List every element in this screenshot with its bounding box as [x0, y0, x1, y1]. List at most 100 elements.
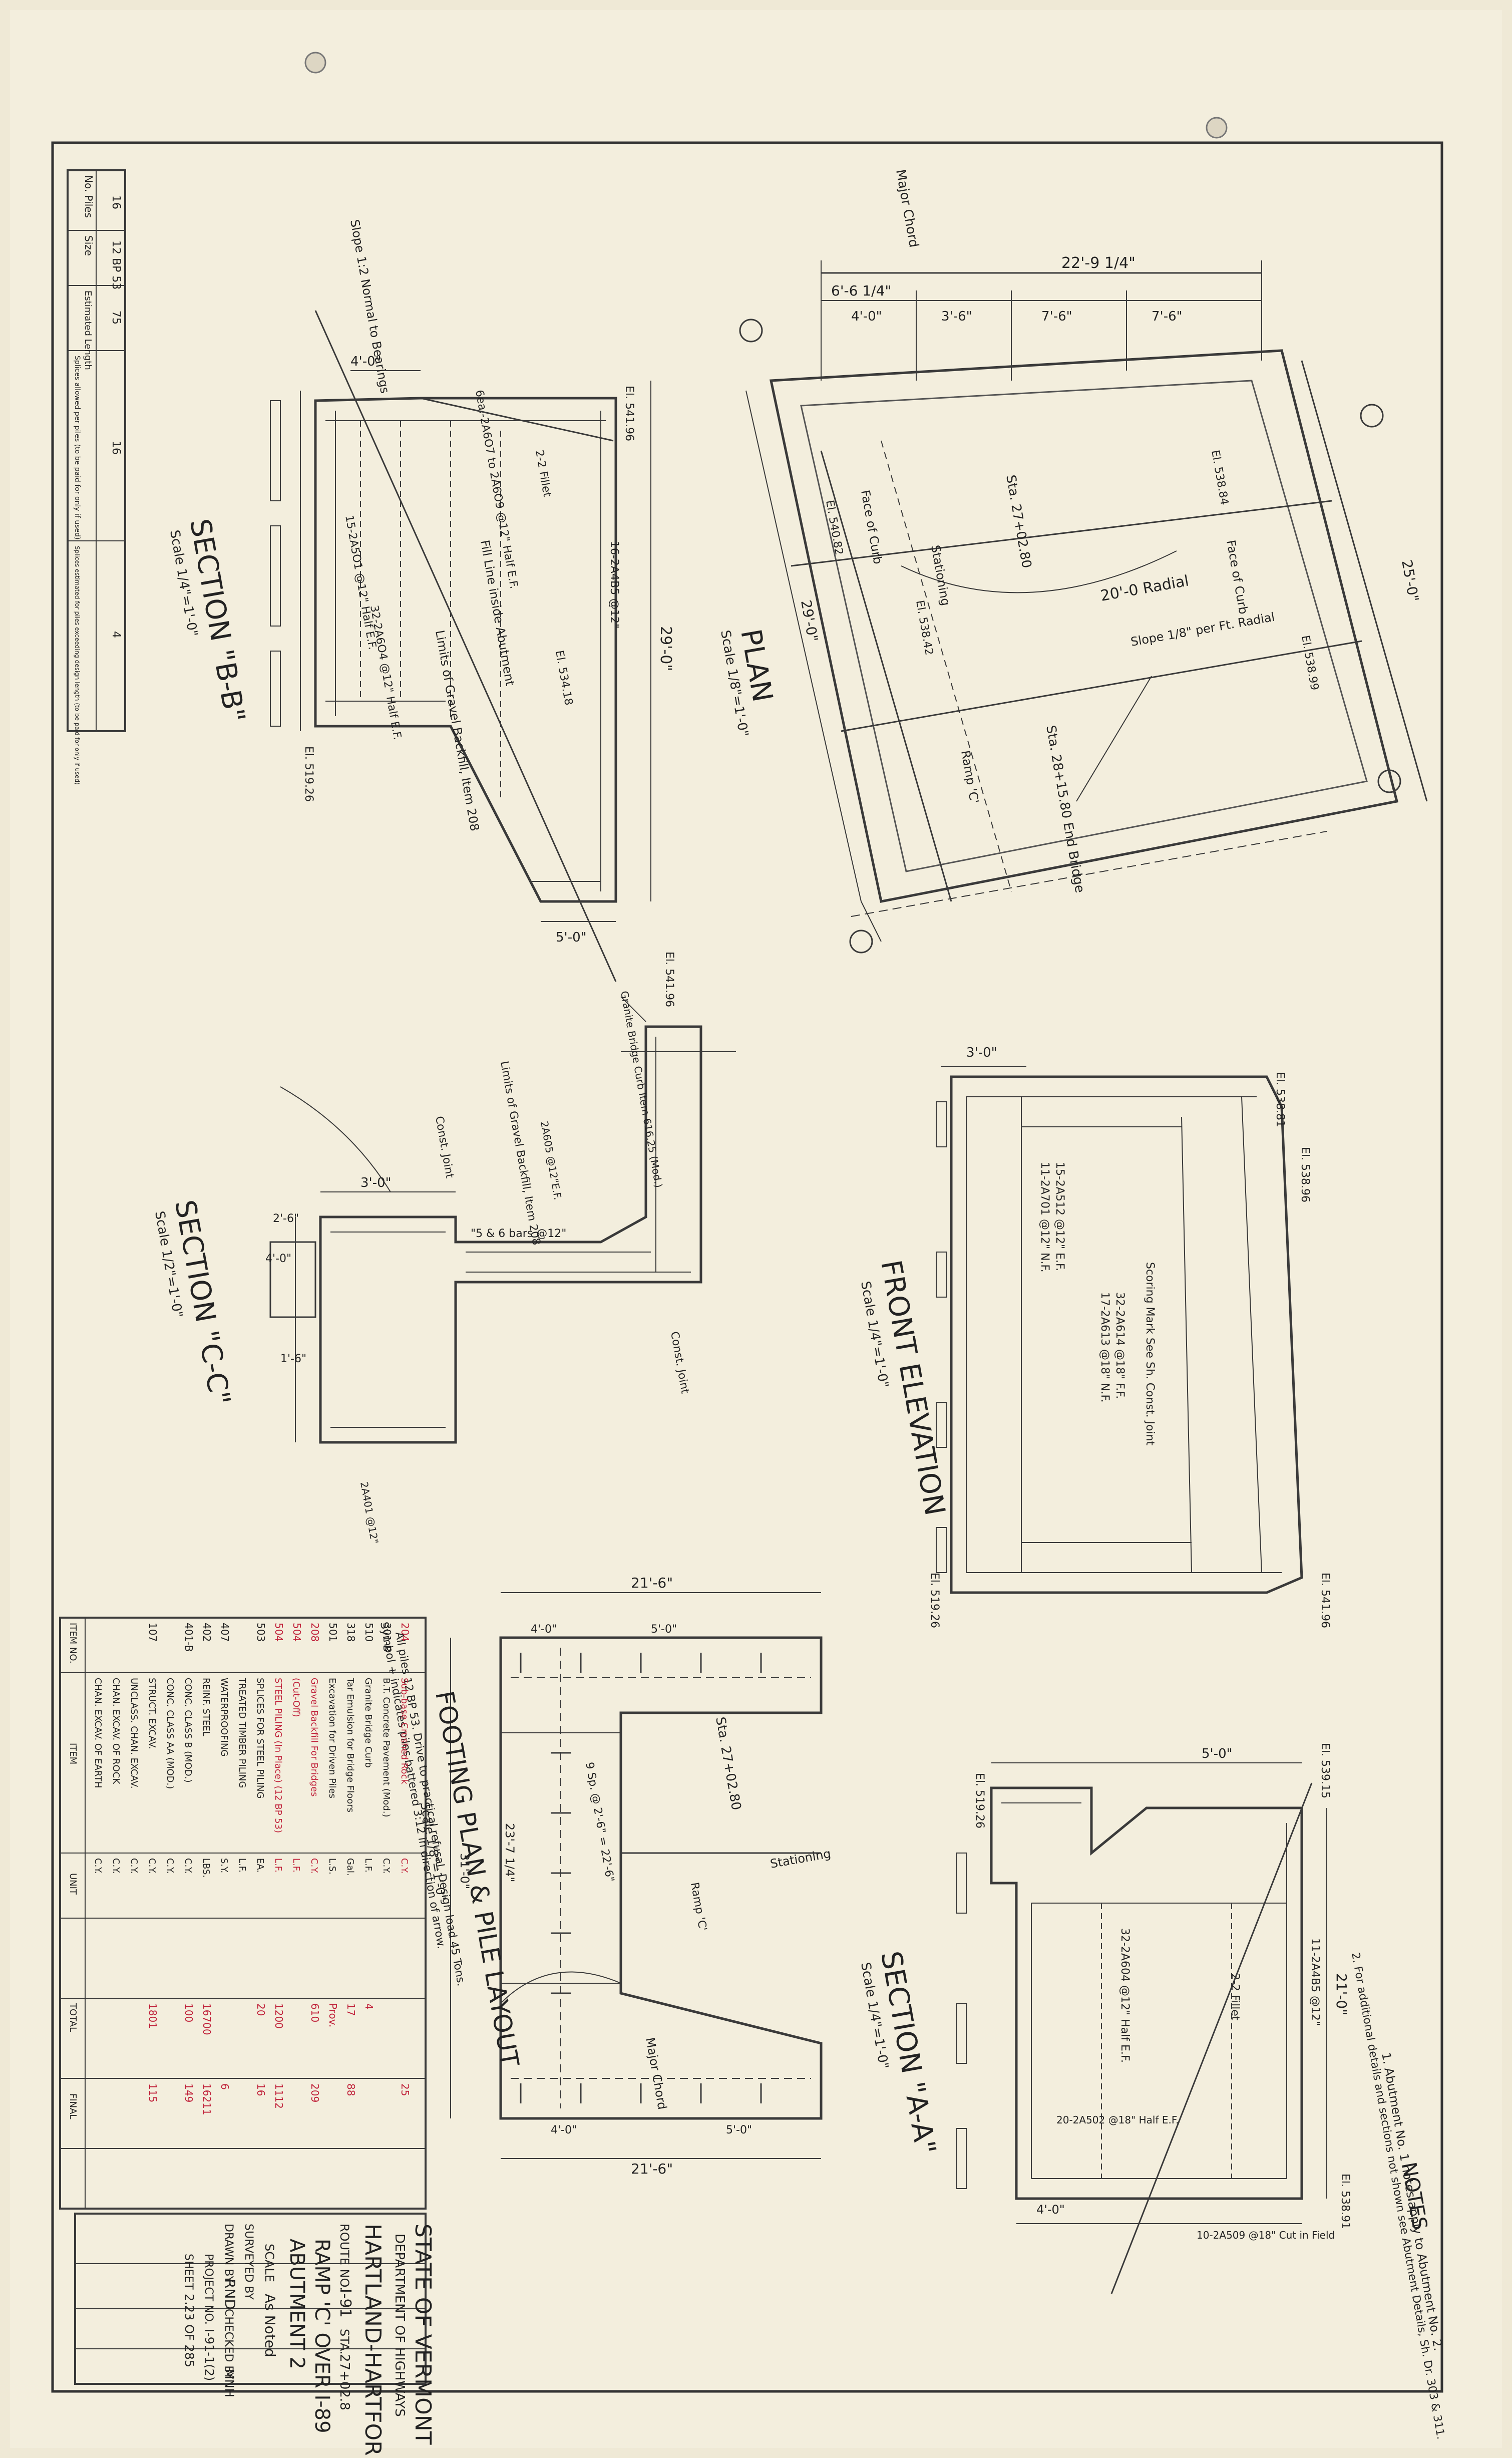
- plan-dim-left: 6'-6 1/4": [831, 282, 891, 299]
- section-bb-el-top: El. 541.96: [623, 386, 635, 441]
- qty-cell-item: 503: [255, 1623, 267, 1642]
- qty-cell-final: 1112: [273, 2083, 285, 2109]
- title-block-frame: [74, 2213, 427, 2385]
- section-cc-view: [269, 996, 736, 1444]
- qty-header-unit: UNIT: [68, 1873, 78, 1895]
- qty-cell-name: CONC. CLASS B (MOD.): [183, 1678, 193, 1783]
- section-marker: [1377, 769, 1401, 793]
- pile-table-cell-3: 75: [110, 311, 122, 325]
- section-aa-view: [956, 1762, 1327, 2294]
- qty-cell-unit: L.F.: [273, 1858, 283, 1873]
- punch-hole: [304, 52, 326, 74]
- qty-cell-unit: C.Y.: [111, 1858, 121, 1874]
- section-aa-fillet: 2-2 Fillet: [1229, 1973, 1241, 2021]
- qty-cell-name: Tar Emulsion for Bridge Floors: [345, 1677, 355, 1812]
- plan-view: [739, 260, 1428, 954]
- plan-dim-total: 22'-9 1/4": [1061, 254, 1136, 272]
- pile-table-cell-1: 16: [110, 195, 122, 209]
- qty-cell-item: 504: [291, 1623, 303, 1642]
- qty-cell-final: 25: [399, 2083, 411, 2096]
- section-bb-view: [270, 310, 651, 982]
- qty-cell-final: 16211: [201, 2083, 213, 2115]
- punch-hole: [1206, 117, 1228, 139]
- qty-cell-name: (Cut-Off): [291, 1678, 301, 1717]
- qty-cell-total: 1801: [147, 2003, 159, 2029]
- footing-spacing-1: 4'-0": [531, 1623, 557, 1636]
- qty-cell-total: Prov.: [327, 2003, 339, 2027]
- pile-table-cell-5: 4: [110, 631, 122, 638]
- footing-plan-view: [450, 1592, 823, 2159]
- title-route-value: I-91: [336, 2289, 354, 2318]
- section-aa-el-2: El. 538.91: [1339, 2174, 1351, 2229]
- qty-cell-item: 318: [345, 1623, 357, 1642]
- qty-cell-item: 401-B: [183, 1623, 195, 1652]
- title-station-value: 27+02.8: [337, 2354, 352, 2410]
- section-cc-height-1: 2'-6": [273, 1212, 299, 1225]
- section-bb-base-width: 5'-0": [556, 930, 587, 945]
- qty-cell-unit: C.Y.: [399, 1858, 410, 1874]
- section-aa-bars-1: 32-2A604 @12" Half E.F.: [1118, 1928, 1131, 2063]
- section-cc-width: 3'-0": [360, 1175, 392, 1190]
- footing-side-1: 23'-7 1/4": [503, 1823, 517, 1882]
- front-elevation-bars-4: 32-2A614 @18" F.F.: [1113, 1292, 1126, 1399]
- plan-dim-4: 7'-6": [1152, 309, 1183, 324]
- front-elevation-width: 3'-0": [966, 1045, 997, 1060]
- title-state: STATE OF VERMONT: [410, 2224, 436, 2445]
- qty-cell-item: 402: [201, 1623, 213, 1642]
- qty-cell-final: 16: [255, 2083, 267, 2096]
- pile-table-header-4: Splices allowed per piles (to be paid fo…: [73, 356, 81, 539]
- qty-cell-name: STEEL PILING (In Place) (12 BP 53): [273, 1678, 283, 1833]
- section-bb-top-width: 4'-0": [350, 354, 382, 369]
- title-sheet-value: 2.23 OF 285: [182, 2294, 196, 2367]
- plan-dim-3: 7'-6": [1041, 309, 1072, 324]
- qty-cell-name: SPLICES FOR STEEL PILING: [255, 1678, 265, 1798]
- qty-cell-name: CONC. CLASS AA (MOD.): [165, 1678, 175, 1789]
- section-bb-el-bot: El. 519.26: [302, 746, 315, 802]
- section-marker: [739, 319, 763, 343]
- front-elevation-el-left: El. 519.26: [928, 1573, 941, 1628]
- qty-cell-name: Granite Bridge Curb: [363, 1678, 373, 1768]
- qty-cell-unit: L.F.: [363, 1858, 373, 1873]
- pile-table-header-2: Size: [83, 235, 95, 256]
- title-project-no-label: PROJECT NO.: [202, 2254, 215, 2325]
- qty-header-final: FINAL: [68, 2093, 78, 2119]
- footing-spacing-4: 4'-0": [551, 2124, 577, 2136]
- qty-cell-final: 149: [183, 2083, 195, 2102]
- pile-table-header-5: Splices estimated for piles exceeding de…: [74, 546, 81, 785]
- qty-cell-final: 115: [147, 2083, 159, 2102]
- qty-cell-unit: C.Y.: [309, 1858, 319, 1874]
- footing-top-dim: 21'-6": [631, 1575, 673, 1591]
- pile-table-cell-2: 12 BP 53: [110, 240, 122, 289]
- qty-cell-unit: C.Y.: [183, 1858, 193, 1874]
- section-aa-bars-3: 11-2A4B5 @12": [1309, 1938, 1321, 2026]
- title-scale-label: SCALE: [262, 2244, 276, 2282]
- qty-cell-name: CHAN. EXCAV. OF ROCK: [111, 1678, 121, 1784]
- qty-cell-item: 107: [147, 1623, 159, 1642]
- qty-cell-item: 204: [399, 1623, 411, 1642]
- qty-cell-total: 4: [363, 2003, 375, 2010]
- title-subtitle-1: RAMP 'C' OVER I-89: [310, 2239, 333, 2433]
- front-elevation-el-right: El. 541.96: [1319, 1573, 1331, 1628]
- title-project-no-value: I-91-1(2): [202, 2329, 216, 2381]
- qty-cell-name: TREATED TIMBER PILING: [237, 1677, 247, 1788]
- front-elevation-bars-1: 11-2A701 @12" N.F.: [1038, 1162, 1051, 1273]
- qty-cell-total: 17: [345, 2003, 357, 2016]
- qty-cell-name: CHAN. EXCAV. OF EARTH: [93, 1678, 103, 1788]
- front-elevation-el-top-r: El. 538.96: [1299, 1147, 1311, 1202]
- qty-cell-unit: C.Y.: [147, 1858, 157, 1874]
- qty-cell-name: UNCLASS. CHAN. EXCAV.: [129, 1678, 139, 1788]
- front-elevation-el-top: El. 538.81: [1274, 1072, 1286, 1127]
- title-surveyed-label: SURVEYED BY: [242, 2224, 255, 2300]
- qty-cell-name: Sub-base Crushed Rock: [399, 1678, 410, 1784]
- paper-inner: [10, 10, 1502, 2448]
- title-station-label: STA.: [337, 2329, 351, 2355]
- qty-cell-total: 100: [183, 2003, 195, 2022]
- qty-cell-item: 501: [327, 1623, 339, 1642]
- qty-cell-item: 301-B: [381, 1623, 393, 1652]
- qty-header-item-no: ITEM NO.: [68, 1623, 78, 1664]
- plan-dim-2: 3'-6": [941, 309, 972, 324]
- qty-cell-name: STRUCT. EXCAV.: [147, 1678, 157, 1749]
- footing-side-2: 31'-0": [458, 1853, 472, 1889]
- qty-cell-item: 208: [309, 1623, 321, 1642]
- qty-cell-final: 6: [219, 2083, 231, 2090]
